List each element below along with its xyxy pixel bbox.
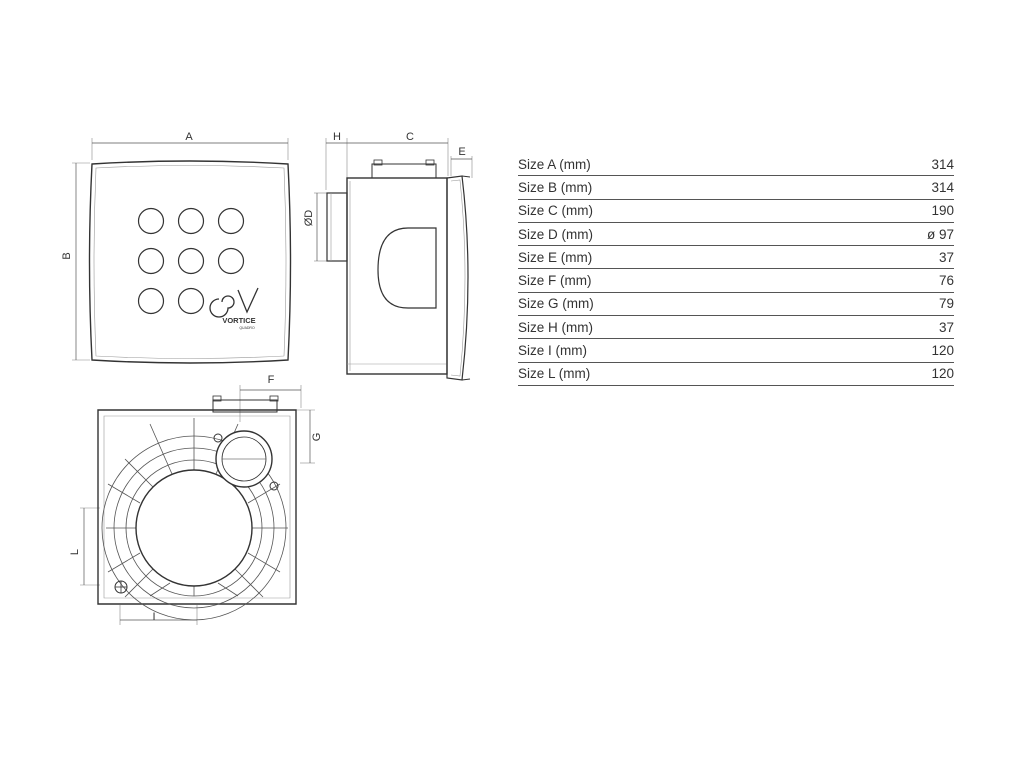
spec-label: Size D (mm) xyxy=(518,222,840,247)
spec-value: 37 xyxy=(839,245,954,270)
spec-row: Size F (mm)76 xyxy=(518,268,954,293)
spec-value: 120 xyxy=(839,362,954,386)
vortice-logo-mark xyxy=(209,287,259,318)
spec-row: Size C (mm)190 xyxy=(518,199,954,223)
dim-label-c: C xyxy=(406,131,414,143)
spec-row: Size H (mm)37 xyxy=(518,315,954,340)
spec-value: 190 xyxy=(839,199,954,223)
dim-label-e: E xyxy=(458,146,465,158)
spec-value: 314 xyxy=(839,153,954,177)
spec-value: 120 xyxy=(839,338,954,363)
spec-row: Size L (mm)120 xyxy=(518,362,954,386)
spec-row: Size A (mm)314 xyxy=(518,153,954,177)
side-view xyxy=(314,138,473,381)
dim-label-d: ØD xyxy=(303,210,315,227)
spec-row: Size E (mm)37 xyxy=(518,245,954,270)
spec-label: Size A (mm) xyxy=(518,153,840,177)
spec-label: Size C (mm) xyxy=(518,199,840,223)
spec-row: Size I (mm)120 xyxy=(518,338,954,363)
dim-label-h: H xyxy=(333,131,341,143)
dim-label-i: I xyxy=(152,611,155,623)
spec-value: 79 xyxy=(839,292,954,317)
dimension-letters: A B H C E ØD F G L I xyxy=(61,131,466,623)
rear-view xyxy=(80,385,315,625)
spec-label: Size E (mm) xyxy=(518,245,840,270)
logo-brand-text: VORTICE xyxy=(222,316,255,325)
spec-label: Size B (mm) xyxy=(518,175,840,200)
spec-label: Size H (mm) xyxy=(518,315,840,340)
spec-value: 76 xyxy=(839,268,954,293)
spec-row: Size B (mm)314 xyxy=(518,175,954,200)
dim-label-g: G xyxy=(311,433,323,442)
logo-sub-text: QUADRO xyxy=(239,326,255,330)
front-hole-grid xyxy=(137,207,245,315)
spec-row: Size G (mm)79 xyxy=(518,292,954,317)
dim-label-l: L xyxy=(69,549,81,555)
spec-value: 314 xyxy=(839,175,954,200)
front-view xyxy=(72,138,292,364)
spec-label: Size L (mm) xyxy=(518,362,840,386)
dim-label-f: F xyxy=(268,374,275,386)
spec-value: ø 97 xyxy=(839,222,954,247)
dim-label-a: A xyxy=(185,131,193,143)
spec-label: Size F (mm) xyxy=(518,268,840,293)
spec-row: Size D (mm)ø 97 xyxy=(518,222,954,247)
spec-label: Size G (mm) xyxy=(518,292,840,317)
dim-label-b: B xyxy=(61,252,73,259)
spec-label: Size I (mm) xyxy=(518,338,840,363)
spec-value: 37 xyxy=(839,315,954,340)
